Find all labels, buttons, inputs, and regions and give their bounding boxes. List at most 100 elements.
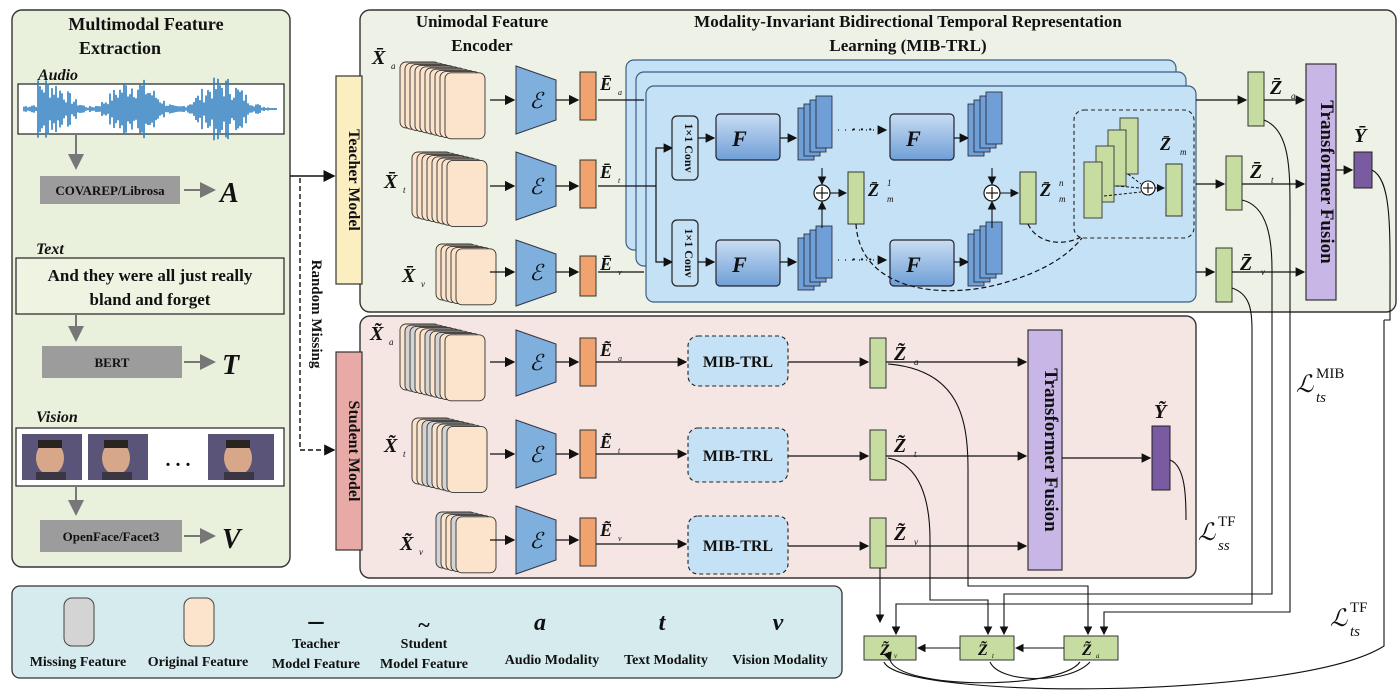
mib-header-2: Learning (MIB-TRL) [829,36,986,55]
encoder-header-2: Encoder [451,36,513,55]
zm-label: Z̄ [1159,134,1171,154]
svg-text:Transformer Fusion: Transformer Fusion [1040,368,1061,532]
legend-missing: Missing Feature [30,597,126,670]
teacher-encoder-t: ℰ [490,151,580,221]
student-ea-bar [579,337,597,387]
teacher-stack-a [399,61,486,140]
zm1-bar [847,171,865,225]
svg-text:ℒ: ℒ [1296,372,1314,398]
svg-text:–: – [308,604,325,637]
openface-label: OpenFace/Facet3 [63,529,160,544]
student-y-bar [1151,425,1171,491]
hidden-state-stacks [797,91,1003,291]
transcript-line-1: And they were all just really [48,266,253,285]
svg-text:Teacher: Teacher [292,637,340,652]
svg-text:a: a [1291,91,1296,101]
svg-text:Ē: Ē [599,254,612,274]
svg-text:t: t [992,652,995,660]
teacher-stack-t [411,151,488,227]
video-frames: . . . [22,434,274,480]
loss-ss: ℒ TF ss [1198,514,1236,554]
backward-f-2: F⃖ [889,239,955,287]
vision-symbol: V [222,524,243,555]
svg-text:t: t [403,449,406,459]
svg-text:v: v [618,534,622,543]
student-stack-a [399,323,486,402]
svg-text:F⃗: F⃗ [731,126,764,151]
svg-text:a: a [618,88,622,97]
zm1-label: Z̄ [867,180,879,200]
svg-text:TF: TF [1350,600,1368,616]
svg-text:ℰ: ℰ [529,350,545,375]
svg-text:t: t [1271,175,1274,185]
vision-label: Vision [36,409,78,426]
transcript-line-2: bland and forget [90,290,211,309]
svg-text:Model Feature: Model Feature [380,657,468,672]
student-encoder-a: ℰ [490,329,580,397]
svg-text:Model Feature: Model Feature [272,657,360,672]
svg-text:Z̄: Z̄ [1239,253,1252,275]
forward-dots: · · · [851,123,872,138]
feature-card [455,248,497,306]
svg-text:ts: ts [1350,624,1360,640]
svg-text:Z̃: Z̃ [893,522,906,545]
svg-text:MIB-TRL: MIB-TRL [703,354,773,371]
audio-symbol: A [218,178,239,209]
svg-text:t: t [914,449,917,459]
zmn-label: Z̄ [1039,180,1051,200]
svg-text:Z̃: Z̃ [1081,640,1092,659]
encoder-header-1: Unimodal Feature [416,12,549,31]
svg-text:ℰ: ℰ [529,88,545,113]
svg-text:Audio Modality: Audio Modality [505,653,600,668]
loss-ts: ℒ TF ts [1330,600,1368,640]
frames-ellipsis: . . . [166,449,191,471]
backward-dots: · · · [851,253,872,268]
text-symbol: T [222,350,241,381]
extraction-title-2: Extraction [79,38,161,58]
loss-mib: ℒ MIB ts [1296,366,1344,406]
svg-text:Ẽ: Ẽ [599,432,612,452]
feature-card [446,425,488,493]
svg-text:n: n [1059,178,1064,188]
svg-text:Ẽ: Ẽ [599,520,612,540]
svg-text:MIB-TRL: MIB-TRL [703,448,773,465]
hidden-state-stack-2 [967,91,1003,157]
student-et-bar [579,429,597,479]
zmn-bar [1019,171,1037,225]
svg-text:m: m [1059,194,1066,204]
teacher-xa: X̄ [371,47,386,69]
svg-text:ss: ss [1218,538,1230,554]
bert-label: BERT [95,355,130,370]
teacher-y-label: Ȳ [1354,125,1368,147]
teacher-feature-stacks [399,61,497,306]
bottom-node-zv: Z̃ v [863,635,917,661]
covarep-box [40,176,180,204]
svg-text:TF: TF [1218,514,1236,530]
legend-audio: a Audio Modality [505,610,600,668]
teacher-encoder-a: ℰ [490,65,580,135]
teacher-ea-bar [579,71,597,121]
backward-f-1: F⃖ [715,239,781,287]
teacher-zt-bar [1225,155,1243,211]
legend: Missing Feature Original Feature – Teach… [11,585,843,679]
teacher-za-bar [1247,71,1265,127]
text-label: Text [36,241,64,258]
svg-text:a: a [1096,652,1100,660]
zm-aggregate-group: Z̄ m [1073,109,1195,239]
fusion-plus-2 [983,184,1001,202]
svg-text:t: t [618,176,621,185]
student-model-label: Student Model [345,401,362,502]
student-mib-a: MIB-TRL [687,335,789,387]
student-zv-bar [869,517,887,569]
svg-text:Text Modality: Text Modality [624,653,708,668]
student-encoder-t: ℰ [490,419,580,489]
svg-text:Student: Student [401,637,448,652]
student-za-bar [869,337,887,389]
forward-f-2: F⃗ [889,113,955,161]
svg-text:Vision Modality: Vision Modality [732,653,828,668]
legend-text: t Text Modality [624,610,708,668]
hidden-state-stack-4 [967,221,1003,287]
teacher-y-bar [1353,151,1373,189]
teacher-xa-sub: a [391,61,396,71]
